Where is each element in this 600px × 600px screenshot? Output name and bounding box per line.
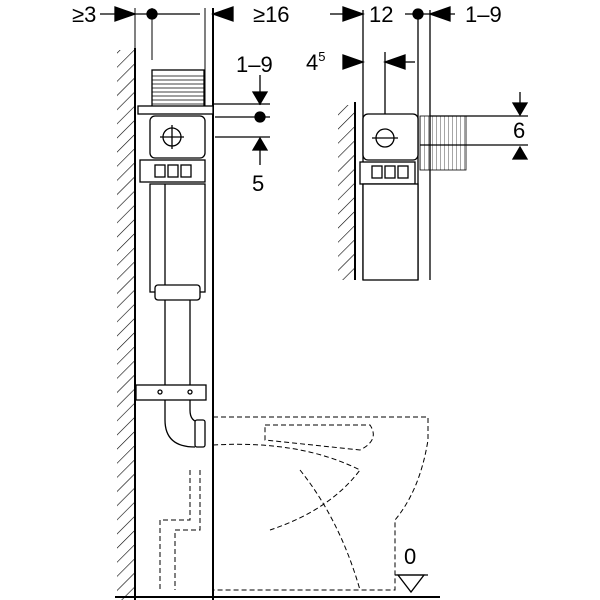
detail-wall [338, 102, 356, 280]
detail-cistern [359, 113, 419, 281]
floor-level-marker [396, 574, 426, 594]
mounting-bracket [135, 384, 207, 401]
flush-pipe [164, 300, 206, 448]
floor-level-label: 0 [404, 544, 417, 569]
dim-left-wall-gap: ≥3 [72, 2, 97, 27]
left-wall [117, 48, 136, 600]
dim-detail-offset-base: 4 [306, 50, 319, 75]
dim-detail-width: 12 [369, 2, 394, 27]
dim-detail-offset: 45 [306, 49, 326, 75]
dim-detail-offset-sup: 5 [318, 49, 326, 64]
dim-detail-height: 6 [513, 118, 526, 143]
dimension-arrows-left [100, 6, 270, 165]
dimension-arrows-right [330, 6, 529, 160]
dim-vertical-offset-left: 5 [252, 171, 265, 196]
dim-detail-adjust: 1–9 [465, 2, 502, 27]
dim-vertical-adjust-left: 1–9 [236, 52, 273, 77]
cistern [137, 69, 214, 301]
toilet-bowl [159, 416, 429, 591]
detail-panel-insulation [419, 115, 467, 171]
dim-panel-gap: ≥16 [253, 2, 290, 27]
